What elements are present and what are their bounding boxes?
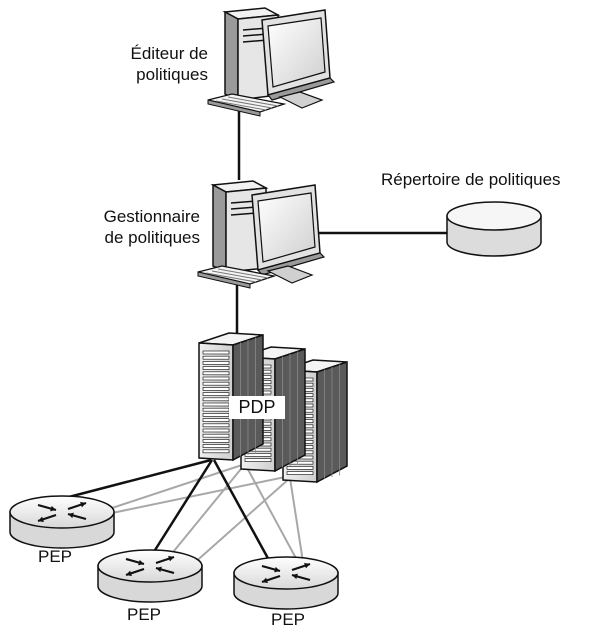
pep-router-2 [97, 549, 203, 603]
policy-repository-label: Répertoire de politiques [381, 170, 561, 189]
policy-manager-workstation [197, 180, 326, 289]
policy-manager-label: Gestionnaire de politiques [80, 206, 200, 248]
pep-label-1: PEP [38, 547, 73, 566]
pep-router-1 [9, 495, 115, 549]
primary-links [64, 458, 272, 563]
secondary-links [111, 463, 304, 566]
connection-lines [64, 108, 447, 566]
pdp-label: PDP [229, 396, 285, 419]
policy-manager-label-line1: Gestionnaire [103, 207, 200, 226]
policy-editor-workstation [207, 7, 336, 117]
pep-label-2: PEP [127, 605, 162, 624]
policy-repository-disk [446, 201, 542, 257]
policy-editor-label-line1: Éditeur de [130, 44, 209, 63]
server-rack-1 [198, 332, 264, 462]
policy-editor-label: Éditeur de politiques [96, 43, 209, 85]
pdp-server-racks [198, 332, 348, 484]
pep-label-3: PEP [271, 610, 306, 629]
pep-router-3 [233, 556, 339, 610]
policy-editor-label-line2: politiques [136, 65, 208, 84]
policy-manager-label-line2: de politiques [104, 228, 200, 247]
